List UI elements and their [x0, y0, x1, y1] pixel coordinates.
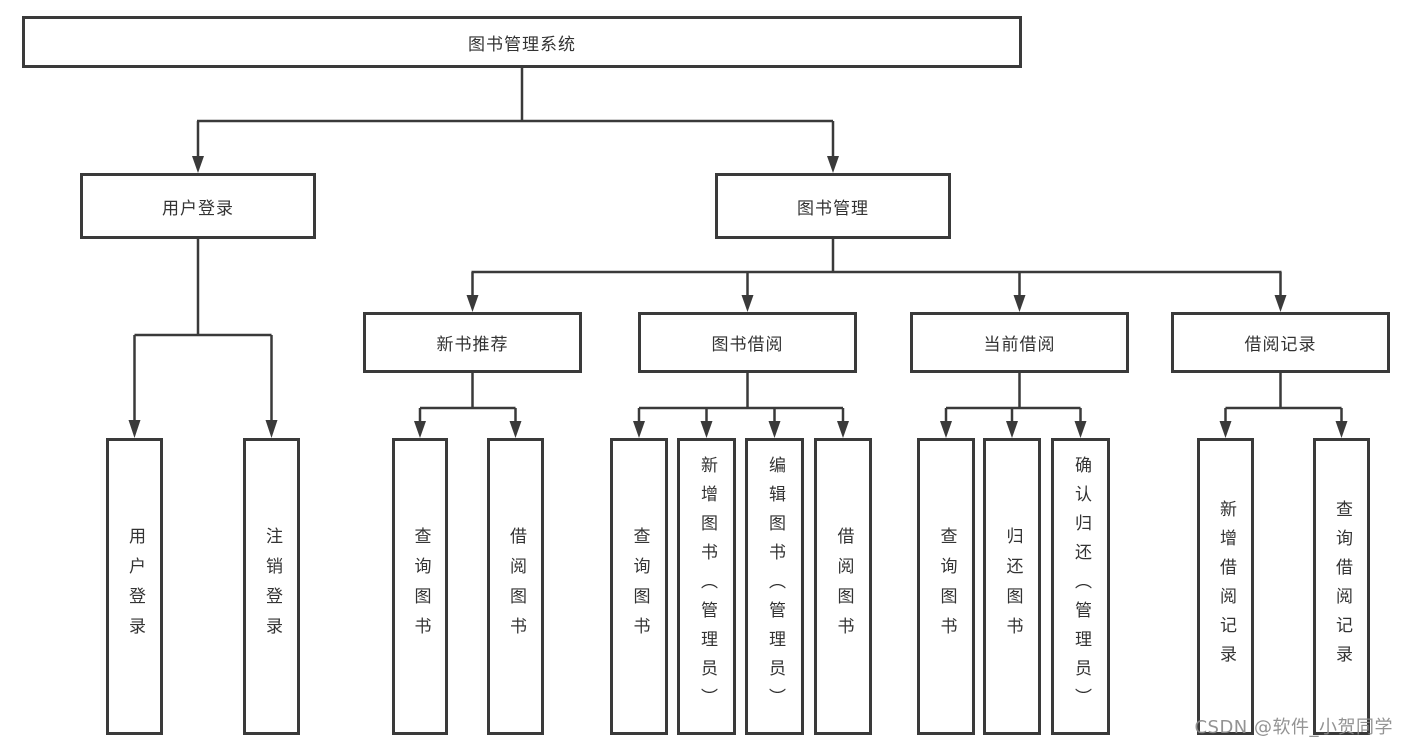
node-leaf-query-books-3: 查询图书 [917, 438, 975, 735]
node-label: 新书推荐 [436, 335, 509, 355]
node-label: 查询借阅记录 [1332, 499, 1352, 674]
node-user-login: 用户登录 [80, 173, 316, 239]
node-leaf-query-borrow-record: 查询借阅记录 [1313, 438, 1370, 735]
node-label: 图书借阅 [711, 335, 784, 355]
node-new-book-recommend: 新书推荐 [363, 312, 582, 373]
node-label: 查询图书 [410, 526, 431, 647]
csdn-watermark: CSDN @软件_小贺同学 [1194, 717, 1393, 738]
node-leaf-logout: 注销登录 [243, 438, 300, 735]
node-book-borrowing: 图书借阅 [638, 312, 857, 373]
node-label: 当前借阅 [983, 335, 1056, 355]
node-current-borrowing: 当前借阅 [910, 312, 1129, 373]
node-label: 图书管理 [797, 198, 869, 219]
node-library-system: 图书管理系统 [22, 16, 1022, 68]
node-label: 图书管理系统 [468, 34, 576, 55]
node-label: 借阅图书 [506, 526, 526, 647]
node-book-management: 图书管理 [715, 173, 951, 239]
node-label: 注销登录 [262, 526, 282, 647]
node-label: 借阅图书 [833, 526, 854, 647]
node-leaf-return-books: 归还图书 [983, 438, 1041, 735]
node-label: 新增图书（管理员） [697, 456, 717, 717]
node-leaf-query-books-1: 查询图书 [392, 438, 448, 735]
node-leaf-query-books-2: 查询图书 [610, 438, 668, 735]
node-label: 归还图书 [1002, 526, 1023, 647]
node-label: 查询图书 [936, 526, 957, 647]
node-leaf-user-login: 用户登录 [106, 438, 163, 735]
node-label: 借阅记录 [1244, 335, 1317, 355]
node-leaf-add-book-admin: 新增图书（管理员） [677, 438, 736, 735]
node-label: 用户登录 [125, 526, 145, 647]
node-borrowing-records: 借阅记录 [1171, 312, 1390, 373]
node-leaf-borrow-books-1: 借阅图书 [487, 438, 544, 735]
node-leaf-confirm-return-admin: 确认归还（管理员） [1051, 438, 1110, 735]
node-label: 用户登录 [162, 198, 234, 219]
node-label: 编辑图书（管理员） [765, 456, 785, 717]
node-leaf-edit-book-admin: 编辑图书（管理员） [745, 438, 804, 735]
node-leaf-borrow-books-2: 借阅图书 [814, 438, 872, 735]
node-label: 新增借阅记录 [1216, 499, 1236, 674]
node-label: 查询图书 [629, 526, 650, 647]
node-label: 确认归还（管理员） [1071, 456, 1091, 717]
node-leaf-add-borrow-record: 新增借阅记录 [1197, 438, 1254, 735]
